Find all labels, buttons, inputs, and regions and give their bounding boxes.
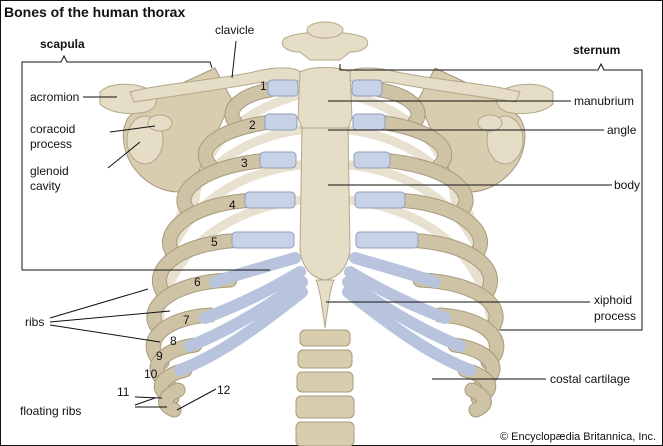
rib-number-8: 8	[170, 334, 177, 348]
rib-number-7: 7	[183, 313, 190, 327]
rib-number-3: 3	[241, 156, 248, 170]
label-scapula: scapula	[40, 37, 85, 51]
vertebral-body-top	[306, 21, 344, 39]
label-xiphoid-1: xiphoid	[594, 293, 632, 307]
thorax-illustration	[99, 21, 554, 446]
label-clavicle: clavicle	[215, 23, 255, 37]
label-acromion: acromion	[30, 90, 79, 104]
rib-number-1: 1	[260, 79, 267, 93]
rib-number-6: 6	[194, 275, 201, 289]
rib-number-11: 11	[117, 385, 130, 399]
label-angle: angle	[607, 123, 637, 137]
copyright-credit: © Encyclopædia Britannica, Inc.	[500, 431, 656, 443]
left-coracoid	[147, 114, 173, 132]
label-sternum: sternum	[573, 43, 620, 57]
label-coracoid-2: process	[30, 137, 72, 151]
label-xiphoid-2: process	[594, 309, 636, 323]
spine	[295, 329, 355, 446]
sternum-bone	[297, 67, 353, 281]
rib-number-2: 2	[249, 118, 256, 132]
label-costal-cartilage: costal cartilage	[550, 372, 630, 386]
right-coracoid	[477, 114, 503, 132]
label-coracoid-1: coracoid	[30, 122, 75, 136]
rib-number-12: 12	[217, 383, 231, 397]
diagram-title: Bones of the human thorax	[4, 4, 185, 20]
label-ribs: ribs	[25, 315, 44, 329]
leader-lines	[21, 40, 643, 411]
rib-number-10: 10	[144, 367, 158, 381]
rib-numbers: 1 2 3 4 5 6 7 8 9 10 11 12	[117, 79, 267, 399]
rib-number-9: 9	[156, 349, 163, 363]
label-manubrium: manubrium	[574, 94, 634, 108]
label-floating-ribs: floating ribs	[20, 404, 81, 418]
label-glenoid-1: glenoid	[30, 164, 69, 178]
rib-number-5: 5	[211, 235, 218, 249]
xiphoid-bone	[315, 279, 335, 329]
label-glenoid-2: cavity	[30, 179, 61, 193]
costal-cartilages	[174, 79, 476, 376]
label-body: body	[614, 178, 640, 192]
rib-number-4: 4	[229, 198, 236, 212]
